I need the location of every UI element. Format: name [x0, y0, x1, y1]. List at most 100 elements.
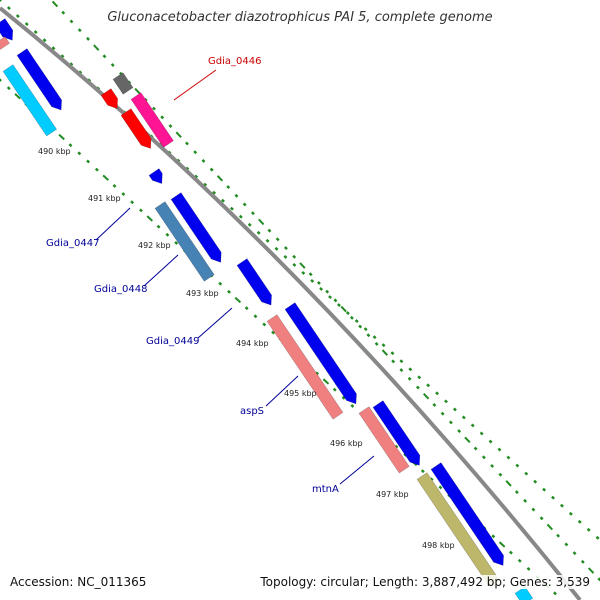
- tick-mark: [174, 241, 179, 245]
- tick-mark: [185, 166, 190, 171]
- tick-mark: [461, 415, 466, 420]
- tick-mark: [399, 359, 404, 364]
- tick-mark: [86, 36, 90, 41]
- tick-mark: [506, 455, 511, 460]
- scale-label: 493 kbp: [186, 289, 219, 298]
- tick-mark: [350, 404, 355, 408]
- tick-mark: [283, 246, 288, 251]
- tick-mark: [69, 19, 74, 24]
- tick-mark: [58, 133, 65, 141]
- tick-mark: [568, 511, 573, 516]
- tick-mark: [345, 311, 350, 316]
- tick-mark: [283, 254, 288, 259]
- gene-feature: [16, 48, 62, 111]
- tick-mark: [185, 141, 189, 146]
- tick-mark: [514, 490, 519, 495]
- tick-mark: [438, 485, 443, 490]
- tick-mark: [152, 106, 156, 111]
- tick-mark: [415, 385, 420, 390]
- tick-mark: [78, 70, 83, 75]
- tick-mark: [452, 407, 457, 412]
- tick-mark: [42, 38, 47, 43]
- tick-mark: [256, 230, 261, 235]
- tick-mark: [542, 487, 547, 492]
- tick-mark: [394, 444, 399, 449]
- tick-mark: [61, 10, 66, 15]
- tick-mark: [69, 62, 74, 67]
- tick-mark: [546, 523, 553, 531]
- tick-mark: [156, 224, 161, 229]
- tick-mark: [595, 535, 600, 540]
- tick-mark: [94, 167, 99, 172]
- tick-mark: [435, 391, 440, 396]
- tick-mark: [86, 159, 91, 164]
- tick-mark: [490, 464, 495, 468]
- tick-mark: [121, 192, 126, 197]
- tick-mark: [498, 472, 503, 477]
- tick-mark: [325, 289, 330, 294]
- tick-mark: [60, 54, 65, 59]
- gene-feature: [358, 406, 410, 474]
- tick-mark: [234, 296, 242, 304]
- tick-mark: [102, 174, 109, 181]
- tick-mark: [526, 566, 531, 571]
- gene-label-leader: [197, 307, 233, 339]
- tick-mark: [481, 455, 486, 460]
- tick-mark: [531, 507, 536, 512]
- tick-mark: [407, 376, 412, 381]
- tick-mark: [110, 63, 115, 67]
- gene-features: [0, 18, 534, 600]
- tick-mark: [559, 503, 564, 508]
- tick-mark: [0, 0, 2, 2]
- tick-mark: [358, 324, 363, 329]
- tick-mark: [473, 446, 478, 451]
- tick-mark: [130, 200, 135, 205]
- gene-feature: [170, 192, 222, 263]
- tick-mark: [444, 399, 448, 404]
- scale-label: 492 kbp: [138, 241, 171, 250]
- gene-label-leader: [265, 375, 299, 407]
- gene-label: aspS: [240, 406, 264, 417]
- map-title: Gluconacetobacter diazotrophicus PAI 5, …: [107, 10, 493, 25]
- tick-mark: [440, 411, 445, 416]
- gene-feature: [2, 64, 58, 137]
- gene-label: mtnA: [312, 484, 339, 495]
- tick-mark: [0, 78, 2, 82]
- tick-mark: [363, 327, 368, 332]
- tick-mark: [432, 403, 437, 407]
- tick-mark: [586, 527, 591, 532]
- gene-feature: [266, 314, 344, 420]
- tick-mark: [328, 295, 332, 299]
- tick-mark: [138, 208, 143, 213]
- tick-mark: [175, 131, 182, 138]
- scale-label: 496 kbp: [330, 439, 363, 448]
- tick-mark: [203, 182, 208, 187]
- scale-label: 491 kbp: [88, 194, 121, 203]
- tick-mark: [265, 238, 270, 243]
- tick-mark: [194, 174, 199, 179]
- tick-mark: [201, 158, 206, 163]
- tick-mark: [505, 480, 512, 487]
- tick-mark: [299, 262, 306, 269]
- tick-mark: [93, 44, 100, 51]
- tick-mark: [391, 359, 396, 364]
- tick-mark: [112, 183, 117, 188]
- tick-mark: [238, 214, 243, 219]
- tick-mark: [33, 30, 38, 35]
- tick-mark: [420, 469, 425, 474]
- gene-feature: [430, 462, 504, 566]
- tick-mark: [470, 423, 475, 428]
- tick-mark: [258, 218, 265, 226]
- tick-mark: [14, 93, 21, 100]
- tick-mark: [102, 54, 107, 59]
- tick-mark: [524, 471, 529, 476]
- tick-mark: [341, 395, 346, 400]
- tick-mark: [253, 314, 258, 319]
- tick-mark: [390, 351, 395, 356]
- tick-mark: [464, 436, 471, 444]
- tick-mark: [267, 228, 272, 233]
- tick-mark: [498, 541, 506, 548]
- tick-mark: [244, 306, 249, 311]
- gene-label: Gdia_0448: [94, 284, 147, 295]
